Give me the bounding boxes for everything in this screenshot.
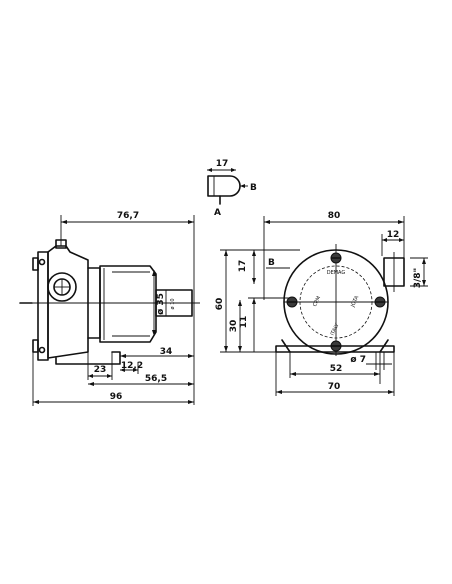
arrow bbox=[276, 390, 282, 394]
dim-76-7-label: 76,7 bbox=[117, 211, 139, 221]
arrow bbox=[107, 374, 112, 378]
bearing-housing bbox=[99, 265, 157, 343]
arrow bbox=[207, 168, 212, 172]
dim-12-label: 12 bbox=[387, 230, 400, 240]
dim-23-label: 23 bbox=[94, 365, 107, 375]
arrow bbox=[290, 372, 296, 376]
flange-lug-bottom bbox=[32, 339, 39, 353]
arrow bbox=[88, 382, 94, 386]
plate-text-left: CPM bbox=[312, 295, 322, 307]
arrow bbox=[33, 400, 39, 404]
arrow bbox=[238, 300, 242, 306]
dim-56-5-label: 56,5 bbox=[145, 374, 167, 384]
mounting-flange bbox=[37, 251, 49, 361]
arrow bbox=[224, 346, 228, 352]
dim-dia35-label: ø 35 bbox=[156, 293, 166, 315]
arrow bbox=[398, 220, 404, 224]
dim-60-label: 60 bbox=[215, 298, 225, 311]
front-label-b: B bbox=[268, 258, 275, 268]
arrow bbox=[264, 220, 270, 224]
arrow bbox=[399, 238, 404, 242]
plate-text-bottom: ITALY bbox=[330, 322, 341, 337]
port-detail-outline bbox=[207, 175, 241, 197]
flange-bolt-top bbox=[38, 258, 46, 266]
arrow bbox=[120, 368, 125, 372]
arrow bbox=[188, 382, 194, 386]
arrow bbox=[252, 250, 256, 256]
support-foot bbox=[55, 351, 121, 365]
cover-bolt-right bbox=[374, 296, 386, 308]
arrow bbox=[382, 238, 387, 242]
flange-bolt-bottom bbox=[38, 346, 46, 354]
arrow bbox=[188, 220, 194, 224]
arrow bbox=[252, 298, 256, 304]
arrow bbox=[152, 270, 156, 276]
base-foot-ribs bbox=[281, 339, 389, 353]
dim-12-2-label: 12,2 bbox=[121, 361, 143, 371]
cover-bolt-top bbox=[330, 252, 342, 264]
arrow bbox=[188, 354, 194, 358]
plate-text-right: JOTA bbox=[350, 295, 361, 309]
bolt-circle bbox=[299, 265, 373, 339]
arrow bbox=[152, 330, 156, 336]
arrow bbox=[188, 400, 194, 404]
arrow bbox=[224, 250, 228, 256]
arrow bbox=[240, 184, 245, 188]
arrow bbox=[88, 374, 93, 378]
detail-label-a: A bbox=[214, 208, 221, 218]
arrow bbox=[388, 390, 394, 394]
dim-11-label: 11 bbox=[239, 316, 249, 329]
dim-thread-label: 3/8" bbox=[413, 268, 423, 289]
side-view: 76,7 ø 35 ø 10 34 23 12,2 56,5 bbox=[19, 211, 200, 406]
arrow bbox=[231, 168, 236, 172]
arrow bbox=[374, 372, 380, 376]
cover-bolt-left bbox=[286, 296, 298, 308]
pump-body bbox=[47, 245, 89, 359]
arrow bbox=[422, 258, 426, 264]
dim-17-front-label: 17 bbox=[238, 260, 248, 273]
port-detail: 17 B A bbox=[207, 159, 257, 218]
arrow bbox=[61, 220, 67, 224]
arrow bbox=[133, 368, 138, 372]
dim-34-label: 34 bbox=[160, 347, 173, 357]
dim-80-label: 80 bbox=[328, 211, 341, 221]
flange-lug-top bbox=[32, 257, 39, 271]
arrow bbox=[252, 278, 256, 284]
plate-text-top: DEMAG bbox=[327, 270, 346, 276]
dim-hole-dia-label: ø 7 bbox=[350, 355, 366, 365]
detail-dim-17-label: 17 bbox=[216, 159, 229, 169]
dim-96-label: 96 bbox=[110, 392, 123, 402]
detail-label-b: B bbox=[250, 183, 257, 193]
arrow bbox=[422, 280, 426, 286]
front-view: 80 12 60 17 B 11 30 bbox=[215, 211, 428, 396]
dim-dia10-label: ø 10 bbox=[170, 298, 176, 309]
inlet-port-outer bbox=[47, 272, 77, 302]
arrow bbox=[238, 346, 242, 352]
arrow bbox=[120, 354, 126, 358]
dim-30-label: 30 bbox=[229, 320, 239, 333]
dim-70-label: 70 bbox=[328, 382, 341, 392]
dim-52-label: 52 bbox=[330, 364, 343, 374]
